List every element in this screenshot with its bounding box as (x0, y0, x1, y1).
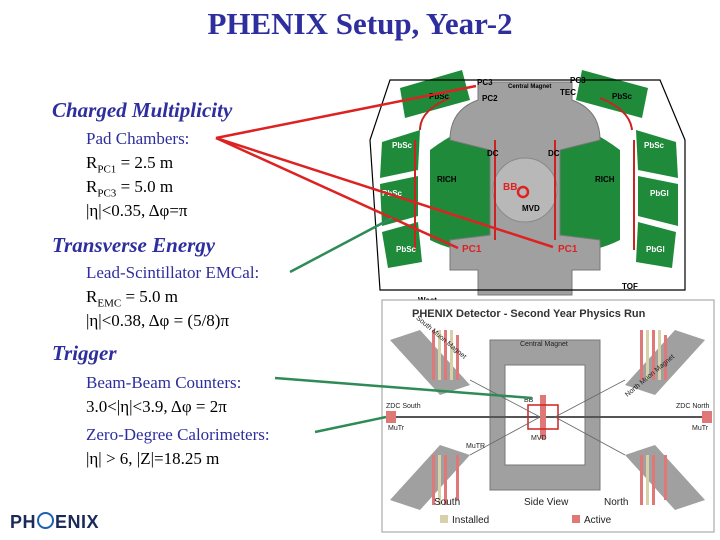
emcal-sector-l3 (382, 222, 422, 268)
arrow-bbc (274, 376, 533, 400)
label-dc-right: DC (548, 149, 560, 158)
label-pbsc-tr: PbSc (612, 92, 633, 101)
installed-bars (438, 330, 661, 505)
magnet-bore (492, 157, 558, 223)
label-pc3-top: PC3 (477, 78, 493, 87)
emcal-sector-l2 (380, 176, 418, 226)
dc-rich-right (560, 127, 620, 252)
emcal-sector-r1 (636, 130, 678, 178)
pc-arc-3 (599, 97, 633, 131)
arrow-pad-chamber-pc1-right (215, 136, 554, 249)
r-emc-line: REMC = 5.0 m (86, 287, 178, 310)
emcal-sector-r2 (638, 176, 678, 226)
label-pc3-right: PC3 (570, 76, 586, 85)
top-view-frame (369, 79, 686, 291)
bb-counter (540, 395, 546, 439)
section-charged-heading: Charged Multiplicity (52, 98, 233, 122)
emcal-sector-r3 (636, 222, 676, 268)
label-mvd-side: MVD (531, 435, 547, 442)
arrow-pad-chamber-pc1 (215, 136, 459, 250)
label-pbsc-r1: PbSc (644, 141, 665, 150)
side-view: PHENIX Detector - Second Year Physics Ru… (381, 299, 715, 533)
emcal-sector-l1 (380, 130, 420, 178)
label-central-magnet-side: Central Magnet (520, 341, 568, 348)
emcal-sector-tr (576, 70, 648, 118)
label-rich-left: RICH (437, 175, 457, 184)
label-pbsc-l2: PbSc (382, 189, 403, 198)
section-transverse-heading: Transverse Energy (52, 233, 216, 257)
label-dc-left: DC (487, 149, 499, 158)
top-view: PC3 PC2 Central Magnet PC3 TEC PbSc PbSc… (369, 70, 686, 305)
pad-chambers-label: Pad Chambers: (86, 129, 190, 148)
bbc-label: Beam-Beam Counters: (86, 373, 242, 392)
side-view-header: PHENIX Detector - Second Year Physics Ru… (412, 308, 646, 320)
legend-active-swatch (572, 515, 580, 523)
legend-installed-swatch (440, 515, 448, 523)
label-tof: TOF (622, 282, 638, 291)
label-zdc-south: ZDC South (386, 403, 421, 410)
dc-rich-left (430, 127, 490, 252)
mutr-bars (432, 330, 667, 505)
label-central-magnet: Central Magnet (508, 84, 551, 90)
zdc-acceptance: |η| > 6, |Z|=18.25 m (86, 449, 220, 468)
label-zdc-north: ZDC North (676, 403, 710, 410)
label-pc2: PC2 (482, 94, 498, 103)
legend-installed: Installed (452, 515, 489, 526)
bb-marker (516, 185, 530, 199)
label-north: North (604, 497, 628, 508)
side-view-footer: South Side View North (434, 497, 628, 508)
label-bb: BB (503, 182, 517, 193)
arrow-emcal (289, 216, 393, 274)
zdc-label: Zero-Degree Calorimeters: (86, 425, 270, 444)
arrow-pad-chamber-pc3 (215, 84, 477, 140)
label-side-view: Side View (524, 497, 569, 508)
label-bb-side: BB (524, 397, 534, 404)
label-pc1-left: PC1 (462, 244, 482, 255)
emcal-label: Lead-Scintillator EMCal: (86, 263, 260, 282)
label-mutr-left: MuTr (388, 425, 405, 432)
label-pbgl-r1: PbGl (650, 189, 669, 198)
label-pc1-right: PC1 (558, 244, 578, 255)
section-trigger-heading: Trigger (52, 341, 117, 365)
label-mvd: MVD (522, 204, 540, 213)
label-south: South (434, 497, 460, 508)
south-muon-magnet-lower (390, 445, 470, 510)
r-pc3-line: RPC3 = 5.0 m (86, 177, 174, 200)
label-pbsc-tl: PbSc (429, 92, 450, 101)
label-mutr-right: MuTr (692, 425, 709, 432)
pointer-arrows (215, 84, 554, 434)
label-pbgl-r2: PbGl (646, 245, 665, 254)
zdc-north-box (702, 411, 712, 423)
label-pbsc-l1: PbSc (392, 141, 413, 150)
label-tec: TEC (560, 88, 576, 97)
transverse-acceptance: |η|<0.38, Δφ = (5/8)π (86, 311, 230, 330)
mvd-box (527, 404, 559, 430)
label-mutr-center: MuTR (466, 443, 485, 450)
page-title: PHENIX Setup, Year-2 (207, 6, 513, 41)
zdc-south-box (386, 411, 396, 423)
charged-acceptance: |η|<0.35, Δφ=π (86, 201, 188, 220)
legend-active: Active (584, 515, 612, 526)
r-pc1-line: RPC1 = 2.5 m (86, 153, 174, 176)
pc-arc-1 (419, 97, 451, 131)
bbc-acceptance: 3.0<|η|<3.9, Δφ = 2π (86, 397, 227, 416)
label-rich-right: RICH (595, 175, 615, 184)
arrow-zdc (314, 415, 387, 434)
label-pbsc-l3: PbSc (396, 245, 417, 254)
